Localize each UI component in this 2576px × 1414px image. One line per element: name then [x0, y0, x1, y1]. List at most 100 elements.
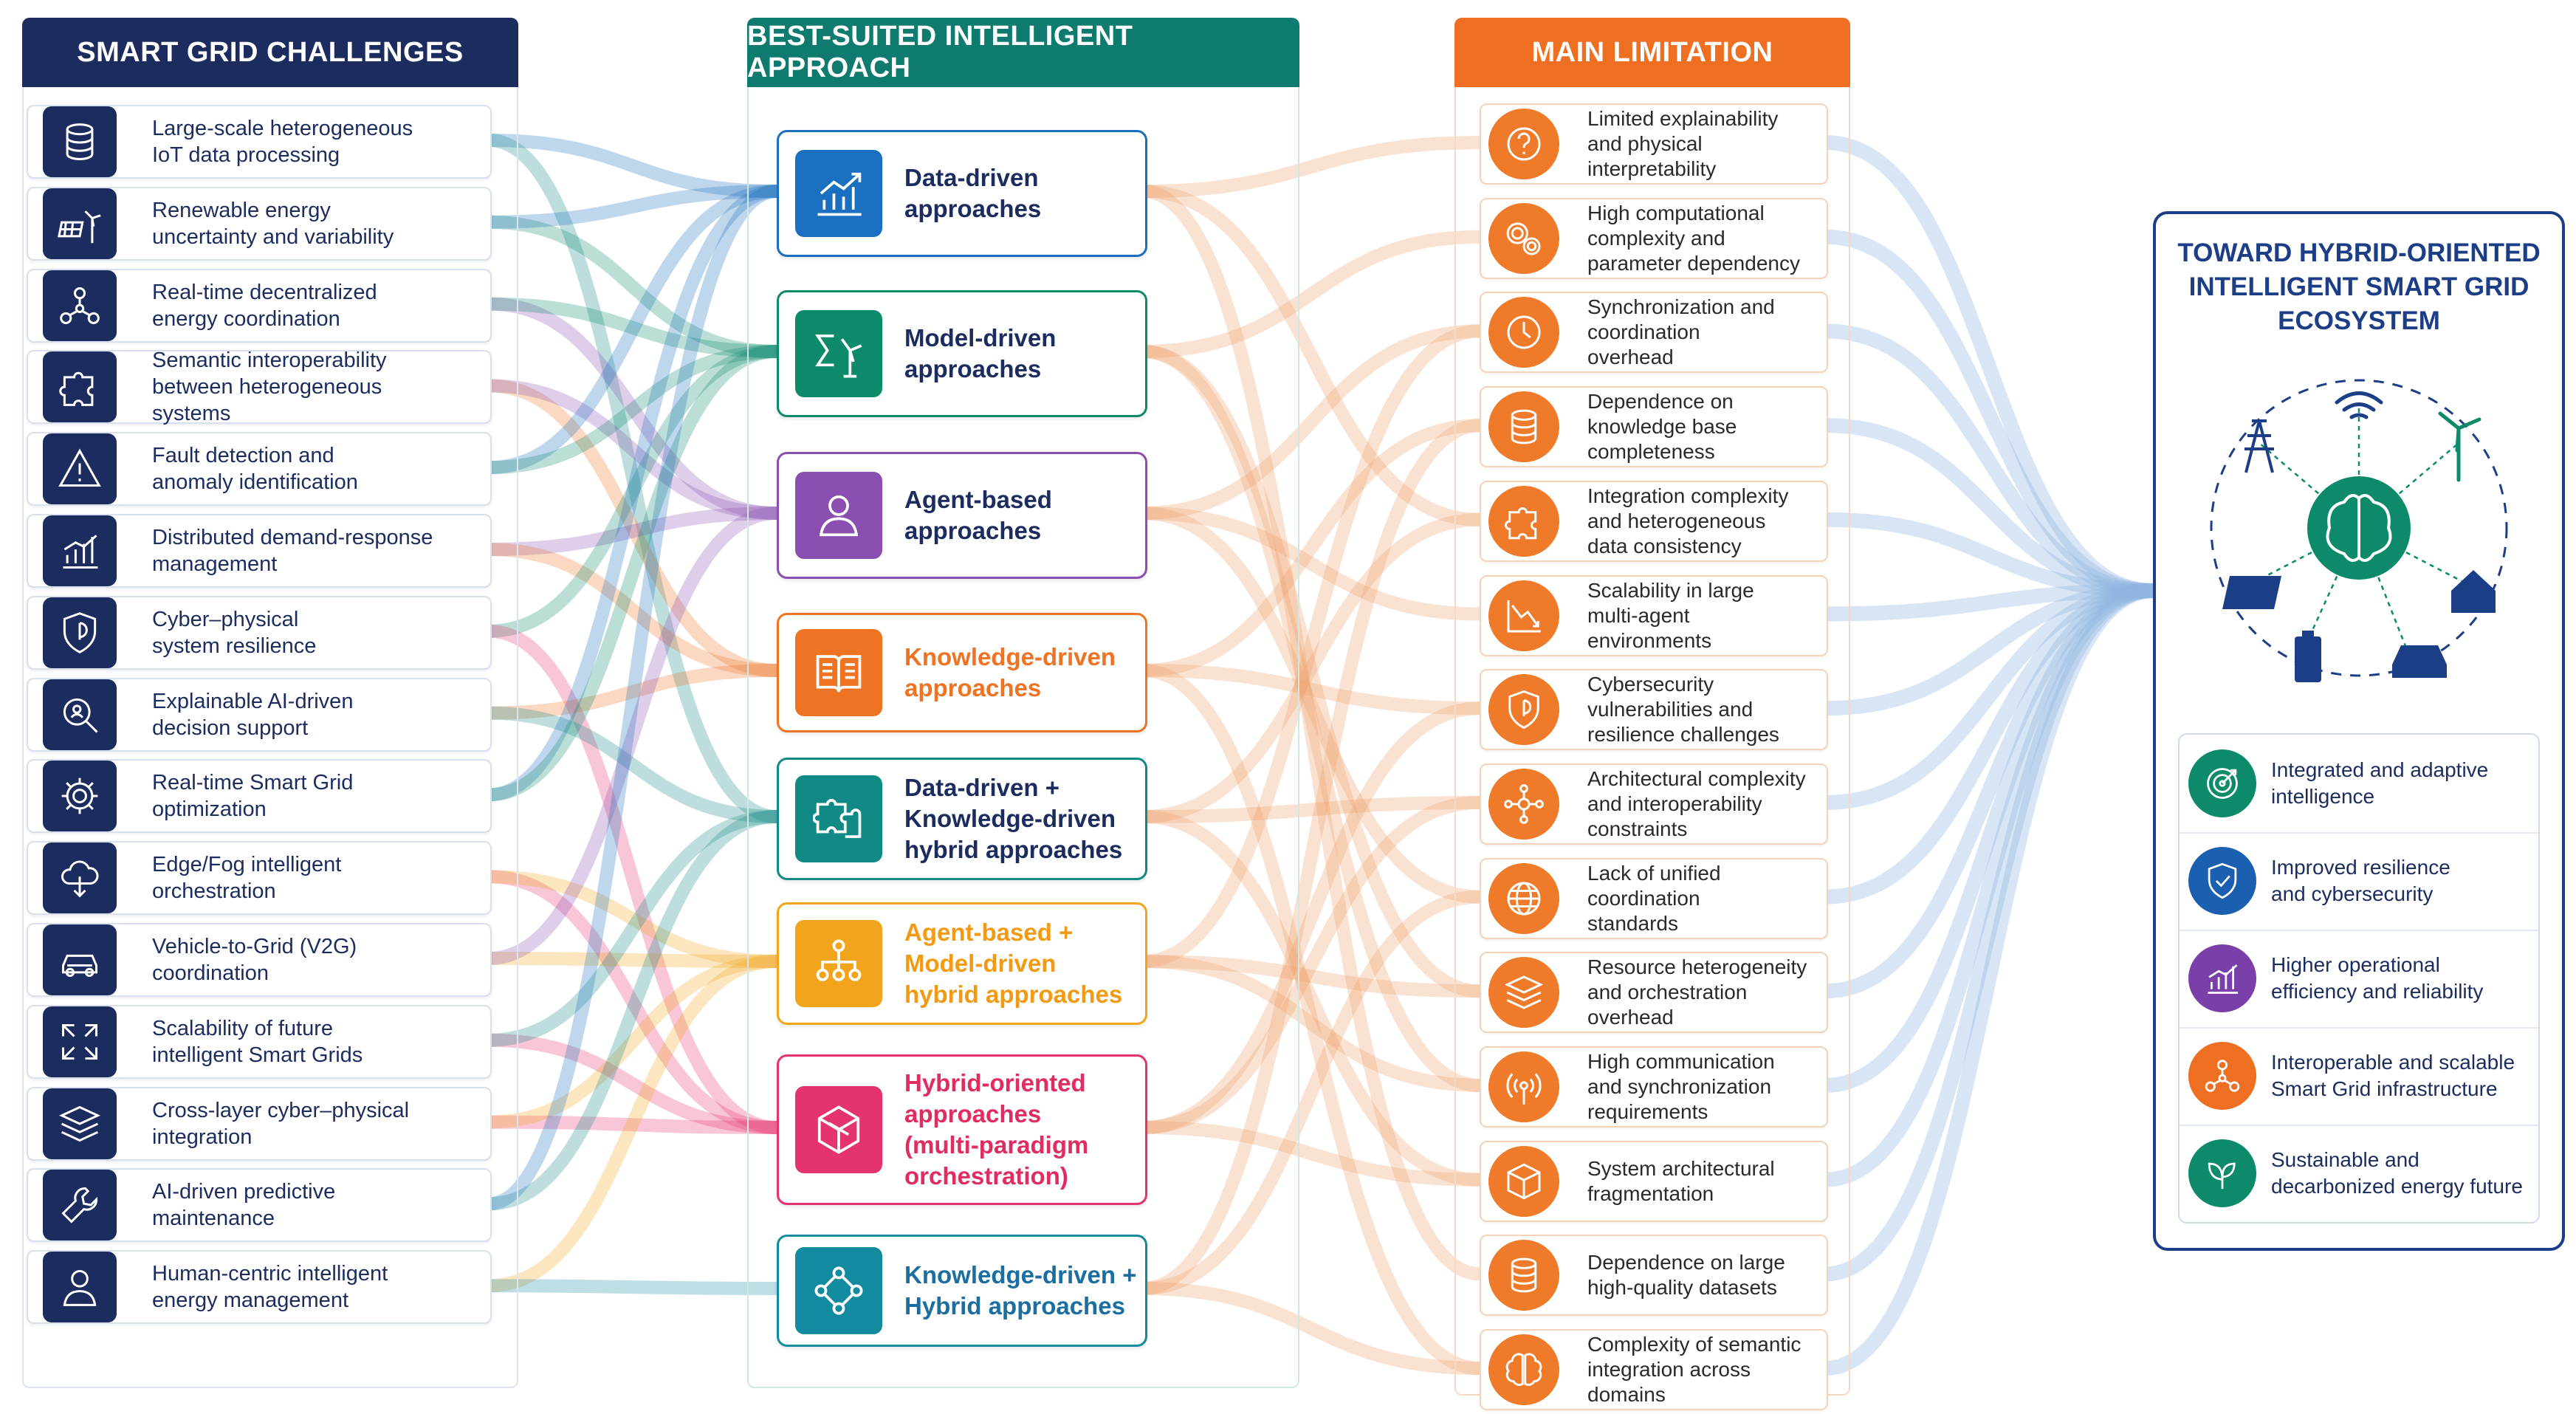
- globe-icon: [1488, 862, 1559, 934]
- approach-card: Agent-based + Model-driven hybrid approa…: [777, 902, 1147, 1025]
- challenge-approach-flow: [488, 1115, 777, 1134]
- limitation-card: Dependence on large high-quality dataset…: [1480, 1235, 1828, 1317]
- solar-wind-icon: [43, 188, 117, 259]
- benefit-item: Integrated and adaptive intelligence: [2180, 735, 2538, 834]
- challenge-approach-flow: [488, 870, 777, 968]
- book-icon: [795, 629, 882, 716]
- challenge-approach-flow: [488, 215, 777, 358]
- gear-icon: [43, 761, 117, 832]
- limitation-card: Lack of unified coordination standards: [1480, 857, 1828, 939]
- magnifier-icon: [43, 679, 117, 750]
- target-icon: [2188, 749, 2256, 817]
- approach-limitation-flow: [1142, 701, 1480, 1134]
- benefit-label: Interoperable and scalable Smart Grid in…: [2271, 1051, 2515, 1100]
- challenge-card: Explainable AI-driven decision support: [27, 677, 492, 752]
- trend-down-icon: [1488, 580, 1559, 651]
- approach-label: Data-driven approaches: [904, 164, 1042, 222]
- limitation-card: Resource heterogeneity and orchestration…: [1480, 952, 1828, 1034]
- cube-icon: [795, 1086, 882, 1173]
- challenge-card: Cross-layer cyber–physical integration: [27, 1086, 492, 1161]
- challenge-approach-flow: [488, 345, 777, 638]
- puzzle-hybrid-icon: [795, 775, 882, 862]
- limitation-ecosystem-flow: [1824, 583, 2154, 905]
- limitation-card: High computational complexity and parame…: [1480, 197, 1828, 279]
- limitation-label: Resource heterogeneity and orchestration…: [1587, 955, 1807, 1029]
- challenge-approach-flow: [488, 870, 777, 1134]
- limitation-label: Architectural complexity and interoperab…: [1587, 766, 1806, 840]
- challenge-approach-flow: [488, 185, 777, 802]
- wifi-icon: [2335, 391, 2383, 419]
- challenge-approach-flow: [488, 185, 777, 1211]
- shield-check-icon: [2188, 847, 2256, 915]
- solar-panel-icon: [2222, 576, 2281, 609]
- challenge-approach-flow: [488, 955, 777, 1129]
- approach-card: Knowledge-driven + Hybrid approaches: [777, 1235, 1147, 1347]
- bar-chart-icon: [43, 515, 117, 586]
- expand-arrows-icon: [43, 1006, 117, 1077]
- challenge-label: Explainable AI-driven decision support: [152, 689, 354, 740]
- challenge-approach-flow: [488, 810, 777, 1211]
- limitation-card: Architectural complexity and interoperab…: [1480, 763, 1828, 845]
- challenge-approach-flow: [488, 345, 777, 802]
- challenge-label: Fault detection and anomaly identificati…: [152, 444, 358, 495]
- challenge-label: Cross-layer cyber–physical integration: [152, 1098, 410, 1149]
- approach-limitation-flow: [1142, 795, 1480, 823]
- limitation-card: Cybersecurity vulnerabilities and resili…: [1480, 669, 1828, 751]
- challenge-card: Scalability of future intelligent Smart …: [27, 1004, 492, 1079]
- challenge-approach-flow: [488, 543, 777, 677]
- approach-card: Data-driven + Knowledge-driven hybrid ap…: [777, 758, 1147, 880]
- benefit-label: Sustainable and decarbonized energy futu…: [2271, 1148, 2523, 1198]
- benefit-label: Higher operational efficiency and reliab…: [2271, 953, 2484, 1003]
- approach-limitation-flow: [1142, 890, 1480, 1295]
- database-icon: [43, 106, 117, 177]
- challenge-card: Cyber–physical system resilience: [27, 595, 492, 670]
- approach-card: Data-driven approaches: [777, 130, 1147, 257]
- ecosystem-illustration: [2210, 379, 2508, 682]
- ecosystem-title: TOWARD HYBRID-ORIENTED INTELLIGENT SMART…: [2177, 238, 2541, 335]
- benefit-label: Improved resilience and cybersecurity: [2271, 856, 2450, 905]
- challenge-approach-flow: [488, 185, 777, 229]
- approach-card: Hybrid-oriented approaches (multi-paradi…: [777, 1054, 1147, 1205]
- challenge-card: Vehicle-to-Grid (V2G) coordination: [27, 923, 492, 997]
- approach-label: Agent-based + Model-driven hybrid approa…: [904, 919, 1123, 1008]
- benefit-item: Higher operational efficiency and reliab…: [2180, 930, 2538, 1029]
- database-icon: [1488, 391, 1559, 463]
- challenge-card: Real-time Smart Grid optimization: [27, 759, 492, 834]
- box-icon: [1488, 1145, 1559, 1217]
- challenge-approach-flow: [488, 952, 777, 968]
- challenge-label: AI-driven predictive maintenance: [152, 1180, 336, 1231]
- layers-icon: [43, 1088, 117, 1159]
- limitation-label: Dependence on large high-quality dataset…: [1587, 1251, 1785, 1300]
- graph-icon: [795, 1247, 882, 1334]
- approaches-panel: [747, 87, 1299, 1388]
- challenge-label: Real-time decentralized energy coordinat…: [152, 280, 377, 331]
- approach-limitation-flow: [1142, 324, 1480, 520]
- challenge-approach-flow: [488, 507, 777, 965]
- challenge-approach-flow: [488, 1033, 777, 1134]
- challenge-label: Vehicle-to-Grid (V2G) coordination: [152, 935, 357, 985]
- challenge-approach-flow: [488, 1279, 777, 1295]
- car-icon: [43, 924, 117, 995]
- approach-limitation-flow: [1142, 507, 1480, 904]
- approach-limitation-flow: [1142, 664, 1480, 1376]
- challenge-card: Edge/Fog intelligent orchestration: [27, 841, 492, 916]
- limitation-label: High communication and synchronization r…: [1587, 1050, 1775, 1123]
- approach-limitation-flow: [1142, 512, 1480, 823]
- person-icon: [43, 1252, 117, 1323]
- approach-limitation-flow: [1142, 345, 1480, 998]
- approach-limitation-flow: [1142, 795, 1480, 1134]
- limitation-ecosystem-flow: [1824, 583, 2154, 1093]
- limitation-label: Integration complexity and heterogeneous…: [1587, 484, 1789, 557]
- house-icon: [2451, 570, 2496, 613]
- limitation-ecosystem-flow: [1824, 418, 2154, 598]
- shield-icon: [43, 597, 117, 668]
- limitation-label: Limited explainability and physical inte…: [1587, 107, 1779, 180]
- broadcast-icon: [1488, 1051, 1559, 1122]
- limitation-card: High communication and synchronization r…: [1480, 1046, 1828, 1128]
- approach-card: Knowledge-driven approaches: [777, 613, 1147, 732]
- car-icon: [2392, 645, 2447, 678]
- benefit-item: Sustainable and decarbonized energy futu…: [2180, 1125, 2538, 1222]
- limitation-ecosystem-flow: [1824, 583, 2154, 1187]
- approach-label: Data-driven + Knowledge-driven hybrid ap…: [904, 774, 1123, 863]
- limitation-label: System architectural fragmentation: [1587, 1156, 1775, 1205]
